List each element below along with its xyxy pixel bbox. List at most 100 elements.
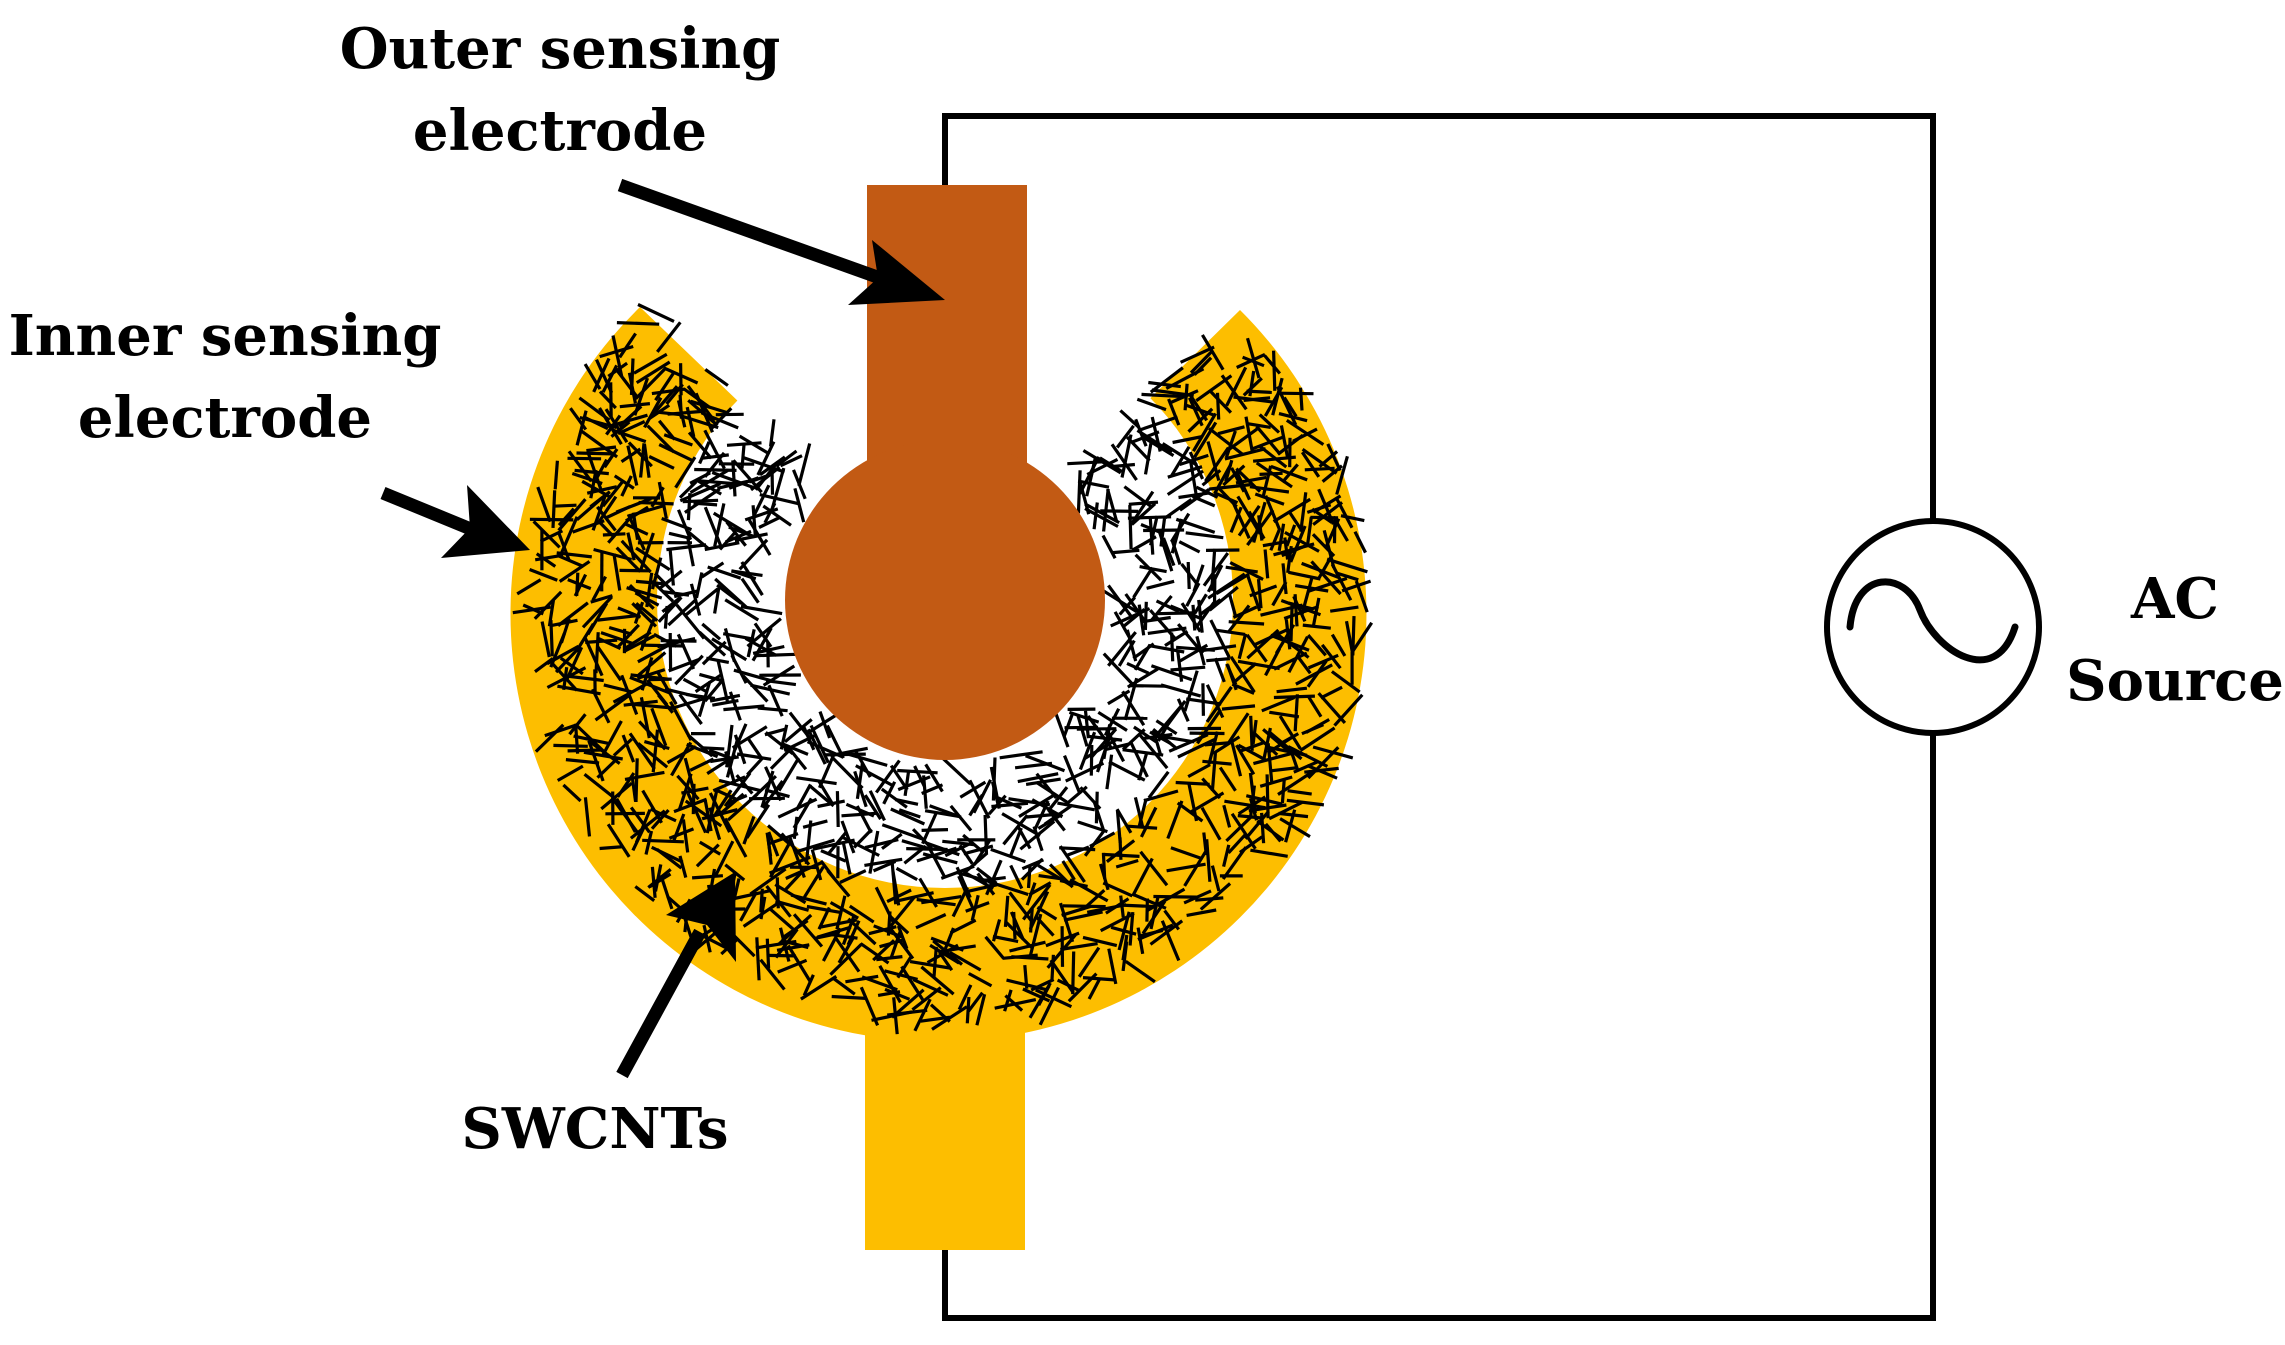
swcnt-tube [1022, 987, 1051, 1003]
swcnt-tube [897, 891, 934, 903]
swcnt-tube [738, 434, 771, 456]
swcnt-tube [932, 946, 938, 977]
swcnt-tube [1097, 710, 1128, 732]
swcnt-tube [617, 606, 642, 619]
swcnt-tube [1139, 850, 1169, 887]
swcnt-tube [1333, 693, 1364, 727]
swcnt-tube [578, 396, 611, 422]
swcnt-tube [600, 631, 635, 646]
swcnt-tube [1202, 552, 1230, 587]
swcnt-tube [1245, 421, 1271, 429]
swcnt-tube [562, 666, 569, 691]
swcnt-tube [770, 467, 775, 495]
swcnt-tube [742, 815, 756, 845]
swcnt-tube [769, 746, 794, 770]
swcnt-tube [875, 759, 901, 794]
swcnt-tube [808, 784, 835, 808]
swcnt-tube [1060, 942, 1098, 952]
swcnt-tube [1170, 632, 1175, 662]
swcnt-tube [1082, 935, 1118, 948]
swcnt-tube [1277, 732, 1300, 747]
swcnt-tube [1149, 366, 1184, 394]
swcnt-tube [1089, 831, 1116, 848]
swcnt-tube [701, 622, 722, 641]
swcnt-tube [774, 928, 799, 959]
swcnt-tube [1202, 832, 1208, 856]
swcnt-tube [1242, 355, 1265, 368]
swcnt-tube [1170, 846, 1203, 861]
swcnt-tube [551, 490, 557, 528]
swcnt-tube [1251, 719, 1258, 745]
swcnt-tube [697, 681, 712, 718]
swcnt-tube [1061, 904, 1092, 917]
swcnt-tube [565, 646, 584, 680]
swcnt-tube [592, 357, 611, 393]
swcnt-tube [765, 938, 771, 969]
swcnt-tube [775, 449, 798, 468]
swcnt-tube [804, 712, 839, 736]
swcnt-tube [757, 706, 788, 713]
swcnt-tube [628, 732, 656, 770]
swcnt-tube [1112, 548, 1140, 555]
swcnt-tube [740, 577, 760, 604]
swcnt-tube [922, 775, 928, 809]
swcnt-tube [534, 657, 554, 673]
swcnt-tube [1085, 458, 1097, 497]
swcnt-tube [1140, 434, 1175, 457]
swcnt-tube [1351, 621, 1374, 652]
swcnt-tube [1201, 334, 1225, 371]
swcnt-tube [595, 358, 614, 394]
swcnt-tube [959, 780, 987, 799]
swcnt-tube [1170, 445, 1191, 477]
swcnt-tube [1159, 518, 1167, 547]
swcnt-tube [1047, 809, 1066, 832]
swcnt-tube [703, 451, 726, 478]
swcnt-tube [682, 677, 707, 693]
swcnt-tube [1046, 786, 1069, 813]
swcnt-tube [1136, 429, 1173, 454]
swcnt-tube [1329, 605, 1359, 613]
swcnt-tube [1224, 430, 1237, 458]
swcnt-tube [1064, 845, 1090, 858]
swcnt-tube [1099, 912, 1135, 933]
swcnt-tube [1196, 601, 1216, 627]
swcnt-tube [653, 864, 663, 892]
swcnt-tube [1285, 418, 1325, 446]
swcnt-tube [859, 942, 890, 965]
swcnt-tube [642, 443, 651, 478]
swcnt-tube [623, 699, 658, 707]
swcnt-tube [1170, 665, 1206, 672]
swcnt-tube [1278, 715, 1302, 750]
swcnt-tube [557, 554, 585, 568]
swcnt-tube [990, 847, 1026, 864]
swcnt-tube [1278, 391, 1314, 396]
swcnt-tube [1204, 446, 1230, 483]
swcnt-tube [1310, 560, 1342, 596]
swcnt-tube [1003, 895, 1010, 928]
swcnt-tube [816, 925, 852, 939]
swcnt-tube [1057, 801, 1096, 812]
swcnt-tube [1002, 953, 1038, 960]
swcnt-tube [700, 411, 739, 430]
swcnt-tube [1236, 495, 1262, 535]
swcnt-tube [903, 770, 911, 797]
swcnt-tube [1134, 553, 1163, 582]
swcnt-tube [1191, 604, 1197, 631]
swcnt-tube [1281, 463, 1299, 484]
swcnt-tube [1249, 715, 1254, 751]
swcnt-tube [1119, 409, 1140, 429]
swcnt-tube [736, 752, 772, 761]
swcnt-tube [1038, 874, 1063, 881]
swcnt-tube [835, 791, 840, 828]
swcnt-tube [1193, 593, 1208, 615]
swcnt-tube [594, 632, 600, 674]
swcnt-tube [677, 509, 693, 541]
swcnt-tube [753, 622, 773, 648]
swcnt-tube [783, 718, 813, 744]
swcnt-tube [1068, 710, 1100, 724]
swcnt-tube [793, 487, 806, 523]
swcnt-tube [1137, 604, 1146, 636]
swcnt-tube [1252, 455, 1296, 463]
swcnt-tube [1237, 633, 1248, 660]
swcnt-tube [612, 737, 633, 757]
